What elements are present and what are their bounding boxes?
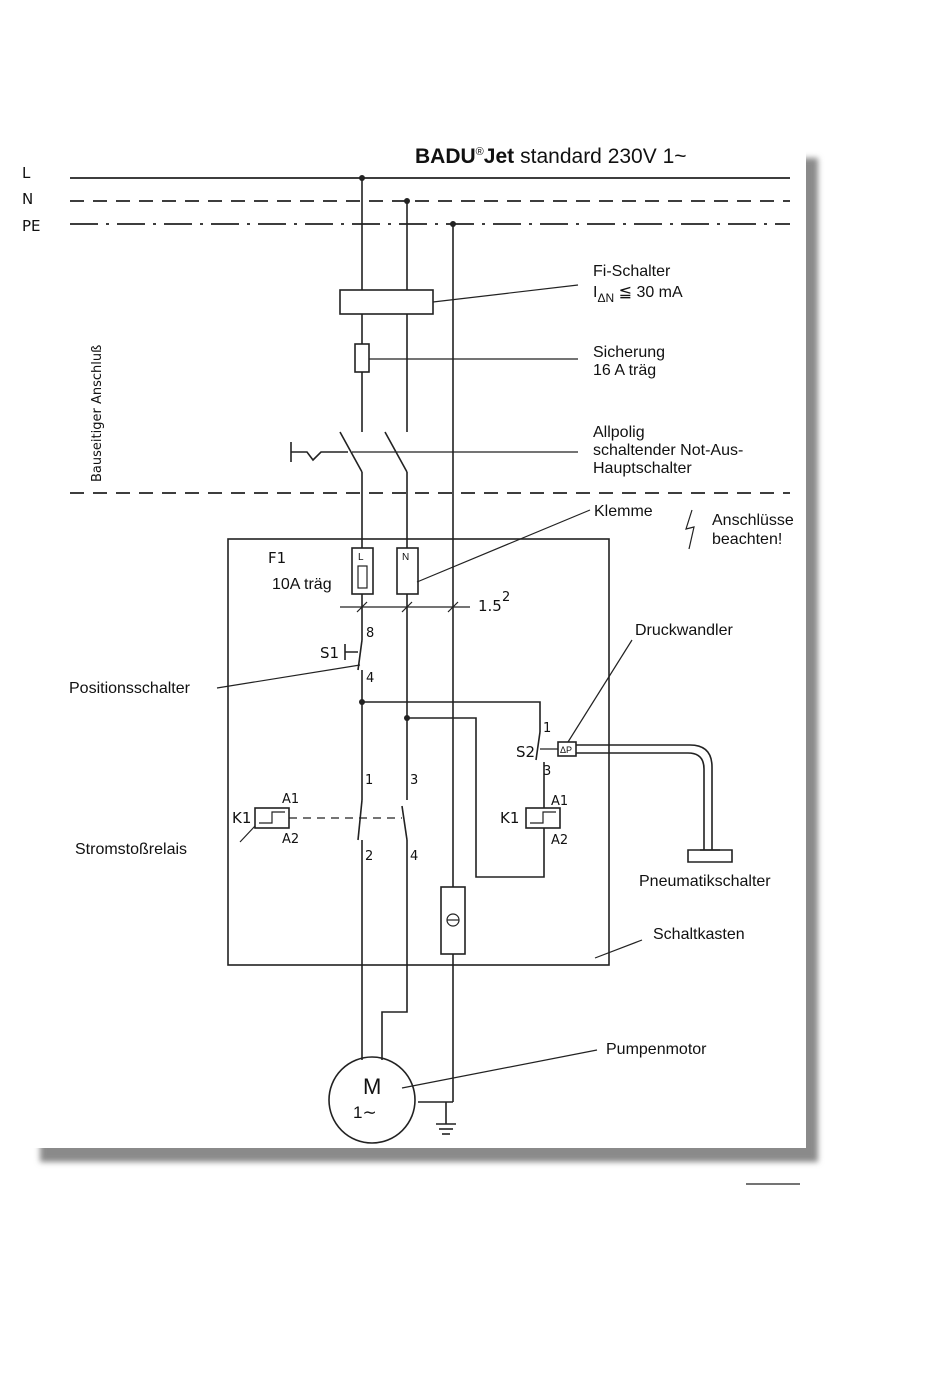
terminal-n-text: N <box>402 552 409 563</box>
control-box-outline <box>227 538 610 966</box>
control-box-leader <box>594 939 643 959</box>
k1-contact-n <box>401 805 408 841</box>
impulse-relay-leader <box>239 825 256 843</box>
f1-name: F1 <box>268 549 286 567</box>
lightning-warning-icon <box>685 509 695 550</box>
warning-label-1: Anschlüsse <box>712 512 794 529</box>
f1-rating: 10A träg <box>272 576 332 593</box>
pressure-transducer-leader <box>567 639 633 743</box>
fi-switch-rating-sub: ΔN <box>597 291 614 305</box>
control-box-label: Schaltkasten <box>653 926 745 943</box>
fi-switch-rating: IΔN ≦ 30 mA <box>593 284 683 305</box>
pump-motor-icon <box>328 1056 416 1144</box>
wire-n-motor <box>381 840 408 1060</box>
pressure-transducer-symbol: ΔP <box>560 745 572 755</box>
f1-fuse-icon <box>357 565 368 589</box>
s1-pin-top: 8 <box>366 626 374 641</box>
k1-right-coil-symbol <box>530 811 556 824</box>
k1-left-coil-symbol <box>259 811 285 824</box>
motor-letter: M <box>363 1074 381 1099</box>
terminal-leader <box>416 509 591 583</box>
cable-size-value: 1.5 <box>478 597 502 615</box>
model-text: standard 230V 1~ <box>520 145 686 168</box>
k1-right-a2: A2 <box>551 833 568 848</box>
motor-phase: 1∼ <box>353 1103 377 1122</box>
main-switch-contact-l <box>339 431 363 473</box>
pneumatic-tube-inner <box>576 752 705 850</box>
pneumatic-tube-outer <box>576 744 713 850</box>
fi-switch-rating-prefix: I <box>593 284 597 301</box>
fi-switch-leader <box>432 284 579 303</box>
position-switch-label: Positionsschalter <box>69 680 191 697</box>
wire-to-s2 <box>362 701 541 732</box>
k1-left-a1: A1 <box>282 792 299 807</box>
s1-name: S1 <box>320 644 339 662</box>
main-switch-actuator <box>290 442 348 462</box>
contact-number-2: 2 <box>365 849 373 864</box>
s2-name: S2 <box>516 743 535 761</box>
wire-to-k1-right <box>407 717 545 878</box>
contact-number-3: 3 <box>410 773 418 788</box>
s1-actuator <box>344 644 358 660</box>
site-connection-label: Bauseitiger Anschluß <box>90 345 105 482</box>
header-title: BADU®Jet standard 230V 1~ <box>415 145 687 168</box>
fuse-label: Sicherung <box>593 344 665 361</box>
s1-pin-bottom: 4 <box>366 671 374 686</box>
contact-number-4: 4 <box>410 849 418 864</box>
contact-number-1: 1 <box>365 773 373 788</box>
k1-right-a1: A1 <box>551 794 568 809</box>
brand-suffix: Jet <box>484 145 514 168</box>
impulse-relay-label: Stromstoßrelais <box>75 841 187 858</box>
k1-left-name: K1 <box>232 809 251 827</box>
pressure-transducer-label: Druckwandler <box>635 622 733 639</box>
pump-motor-leader <box>401 1049 598 1089</box>
k1-right-coil <box>525 807 561 829</box>
position-switch-leader <box>216 664 361 689</box>
cable-size-sup: 2 <box>502 590 510 605</box>
cable-tick-pe <box>447 601 459 613</box>
pneumatic-switch-label: Pneumatikschalter <box>639 873 771 890</box>
fi-switch-label: Fi-Schalter <box>593 263 671 280</box>
pump-motor-label: Pumpenmotor <box>606 1041 707 1058</box>
main-switch-label-1: Allpolig <box>593 424 645 441</box>
s2-contact <box>535 731 541 761</box>
s2-pin-top: 1 <box>543 721 551 736</box>
terminal-label: Klemme <box>594 503 653 520</box>
bus-label-n: N <box>22 190 33 208</box>
main-switch-label-2: schaltender Not-Aus- <box>593 442 743 459</box>
fuse-symbol <box>354 343 370 373</box>
s2-pin-bottom: 3 <box>543 764 551 779</box>
warning-label-2: beachten! <box>712 531 782 548</box>
bus-label-l: L <box>22 164 31 182</box>
bus-label-pe: PE <box>22 217 41 235</box>
brand-name: BADU <box>415 145 476 168</box>
brand-registered-mark: ® <box>476 146 484 158</box>
fuse-rating: 16 A träg <box>593 362 656 379</box>
paper-panel <box>0 0 806 1148</box>
k1-contact-l <box>357 799 363 841</box>
fi-switch-rating-suffix: ≦ 30 mA <box>614 284 683 301</box>
pressure-transducer-box <box>557 741 577 757</box>
terminal-l-text: L <box>358 552 364 563</box>
main-switch-label-3: Hauptschalter <box>593 460 692 477</box>
k1-left-a2: A2 <box>282 832 299 847</box>
k1-right-name: K1 <box>500 809 519 827</box>
